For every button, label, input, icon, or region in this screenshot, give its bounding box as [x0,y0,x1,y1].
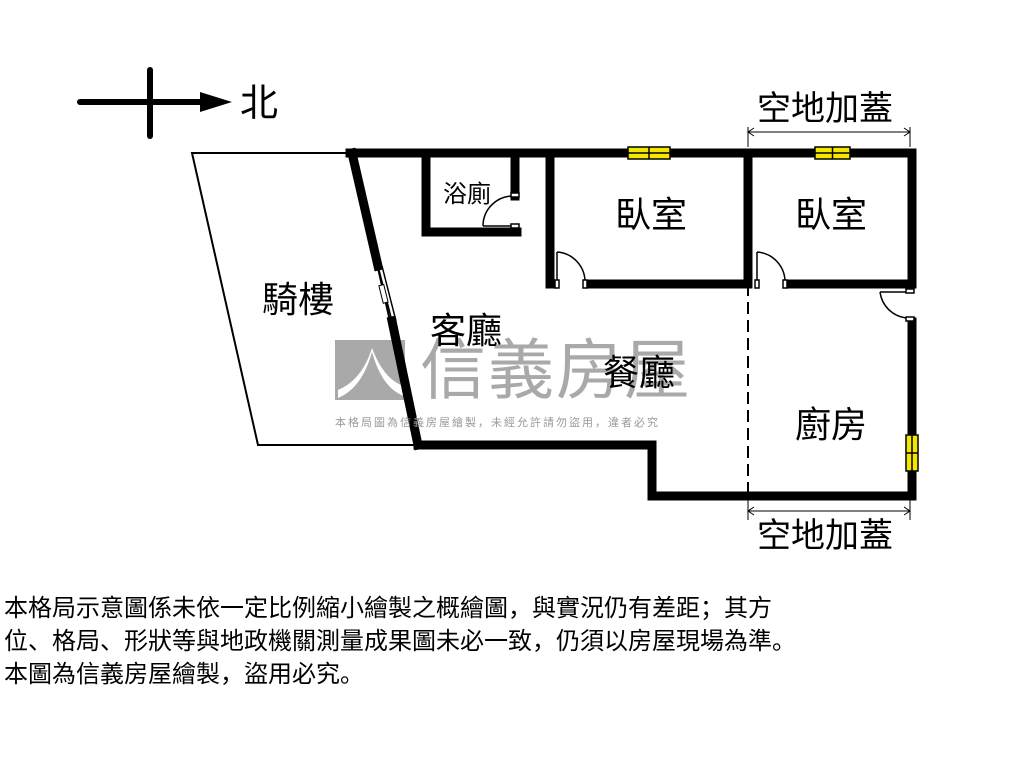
interior-walls [421,148,917,289]
watermark-notice: 本格局圖為信義房屋繪製，未經允許請勿盜用，違者必究 [335,416,660,429]
entry-window [377,265,397,322]
room-label-kitchen: 廚房 [795,405,868,446]
watermark-brand: 信義房屋 [420,332,692,409]
bedroom-2-door-icon [754,251,788,289]
doors [482,192,915,322]
room-label-living-room: 客廳 [430,311,503,352]
room-label-arcade: 騎樓 [262,280,335,321]
disclaimer-line-2: 位、格局、形狀等與地政機關測量成果圖未必一致，仍須以房屋現場為準。 [4,627,796,655]
north-arrow-icon [77,67,232,139]
dimension-lines [747,127,911,520]
room-label-dining-room: 餐廳 [603,353,676,394]
room-label-bathroom: 浴廁 [443,180,491,208]
disclaimer-text: 本格局示意圖係未依一定比例縮小繪製之概繪圖，與實況仍有差距；其方 位、格局、形狀… [4,592,1020,691]
watermark-logo-icon [335,340,405,400]
room-label-bedroom-1: 臥室 [615,195,688,236]
annotation-top-extension: 空地加蓋 [757,89,893,129]
bathroom-door-icon [482,192,520,229]
windows [627,146,919,472]
bedroom-1-door-icon [554,251,588,289]
bedroom-2-window-icon [814,146,851,160]
bedroom-1-window-icon [627,146,671,160]
north-label: 北 [240,81,279,125]
disclaimer-line-3: 本圖為信義房屋繪製，盜用必究。 [4,660,364,688]
kitchen-door-icon [879,288,915,322]
disclaimer-line-1: 本格局示意圖係未依一定比例縮小繪製之概繪圖，與實況仍有差距；其方 [4,594,772,622]
kitchen-window-icon [905,434,919,472]
annotation-bottom-extension: 空地加蓋 [757,516,893,556]
room-label-bedroom-2: 臥室 [795,195,868,236]
